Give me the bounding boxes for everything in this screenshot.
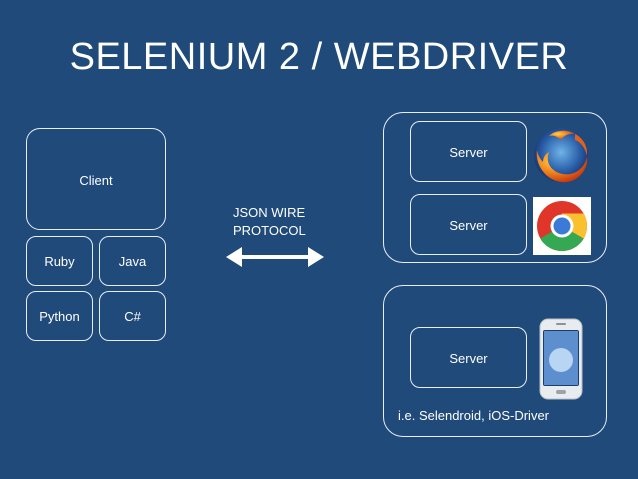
- language-python: Python: [26, 291, 93, 341]
- mobile-server-group: [383, 285, 607, 437]
- language-label: Python: [39, 309, 80, 324]
- protocol-label: JSON WIRE PROTOCOL: [233, 204, 306, 240]
- client-box: Client: [26, 128, 166, 230]
- server-box-chrome: Server: [410, 194, 527, 255]
- desktop-server-group: [383, 112, 607, 263]
- server-label: Server: [449, 145, 488, 160]
- server-label: Server: [449, 351, 488, 366]
- server-label: Server: [449, 218, 488, 233]
- language-java: Java: [99, 236, 166, 286]
- firefox-icon: [534, 128, 588, 183]
- language-csharp: C#: [99, 291, 166, 341]
- language-label: C#: [124, 309, 141, 324]
- server-box-mobile: Server: [410, 327, 527, 388]
- client-label: Client: [79, 173, 113, 188]
- slide-title: SELENIUM 2 / WEBDRIVER: [69, 36, 569, 78]
- smartphone-icon: [539, 318, 583, 400]
- language-ruby: Ruby: [26, 236, 93, 286]
- protocol-line-1: JSON WIRE: [233, 205, 306, 220]
- double-arrow-icon: [226, 247, 324, 267]
- language-label: Ruby: [44, 254, 75, 269]
- language-label: Java: [118, 254, 147, 269]
- protocol-line-2: PROTOCOL: [233, 223, 306, 238]
- mobile-driver-caption: i.e. Selendroid, iOS-Driver: [398, 408, 549, 423]
- server-box-firefox: Server: [410, 121, 527, 182]
- chrome-icon: [533, 197, 591, 255]
